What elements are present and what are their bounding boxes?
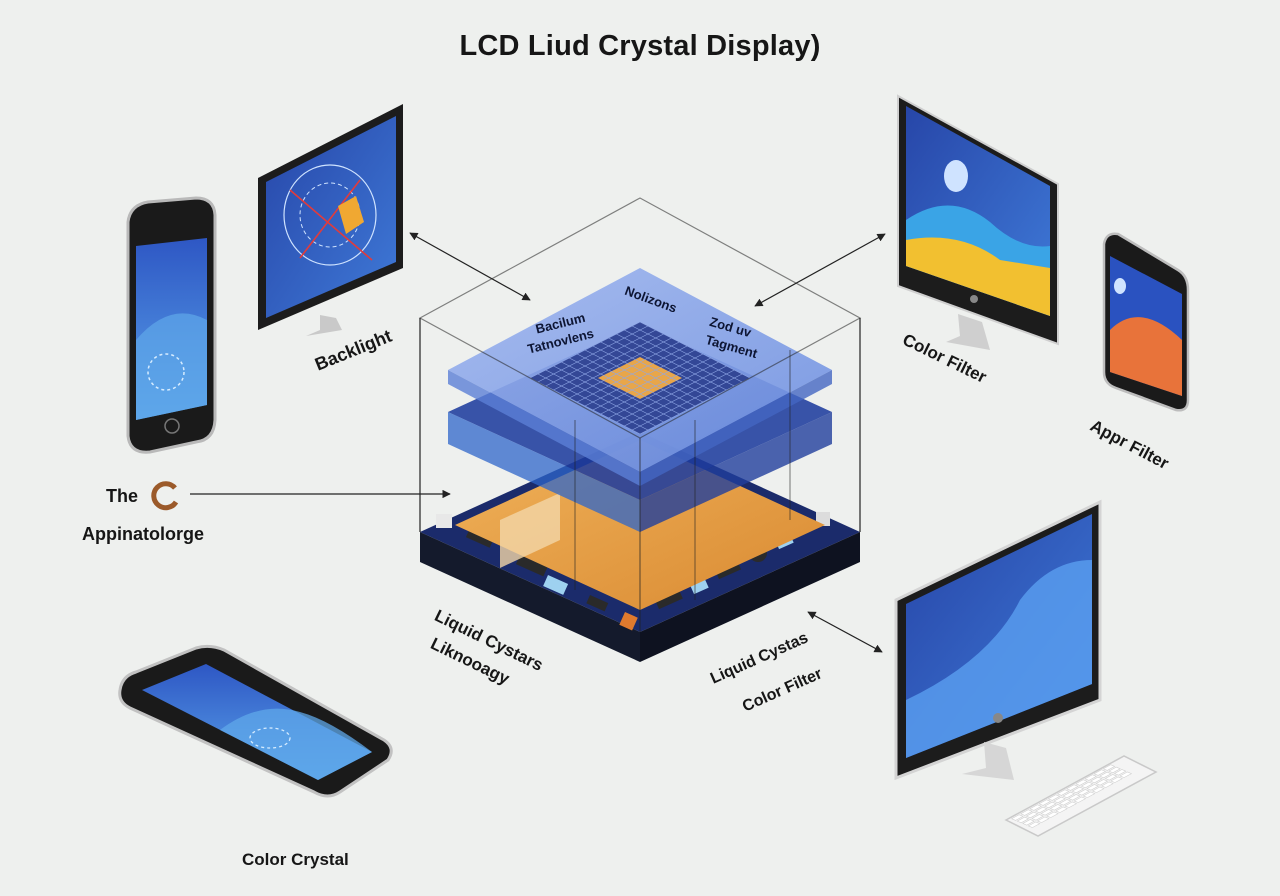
- lcd-layer-stack: [418, 197, 862, 662]
- keyboard-key: [1047, 794, 1061, 801]
- keyboard-key: [1068, 794, 1081, 801]
- keyboard-key: [1110, 776, 1123, 783]
- grid-line: [553, 365, 664, 423]
- grid-line: [545, 369, 656, 427]
- grid-line: [537, 373, 648, 431]
- keyboard-key: [1020, 809, 1033, 816]
- keyboard-key: [1113, 769, 1127, 776]
- keyboard-key: [1095, 779, 1109, 786]
- smartphone-right: [1102, 232, 1190, 412]
- keyboard-key: [1036, 816, 1050, 823]
- grid-line: [608, 361, 719, 419]
- arrow-backlight: [409, 232, 531, 301]
- keyboard-key: [1058, 799, 1072, 806]
- keyboard-key: [1091, 786, 1105, 793]
- keyboard-key: [1031, 814, 1044, 821]
- keyboard-key: [1064, 801, 1078, 808]
- keyboard-key: [1022, 819, 1035, 826]
- keyboard-key: [1065, 784, 1079, 791]
- keyboard-key: [1084, 774, 1097, 781]
- grid-line: [561, 361, 672, 419]
- ring-icon: [151, 481, 179, 511]
- grid-line: [632, 373, 743, 431]
- grid-line: [624, 369, 735, 427]
- keyboard-key: [1119, 771, 1133, 778]
- glass-cube-outline: [418, 197, 862, 632]
- keyboard-key: [1086, 784, 1099, 791]
- keyboard-key: [1075, 779, 1088, 786]
- keyboard-key: [1025, 811, 1039, 819]
- keyboard-key: [1010, 814, 1024, 821]
- smartphone-bottom-left: [118, 644, 393, 798]
- grid-line: [616, 365, 727, 423]
- keyboard-key: [1093, 769, 1107, 776]
- smartphone-left: [126, 196, 217, 454]
- keyboard-key: [1108, 766, 1121, 774]
- keyboard-key: [1044, 801, 1057, 809]
- keyboard-key: [1082, 791, 1096, 798]
- label-color-crystal: Color Crystal: [242, 850, 349, 869]
- keyboard-key: [1038, 799, 1052, 806]
- diagram-title: LCD Liud Crystal Display): [459, 30, 821, 62]
- keyboard-key: [1071, 786, 1085, 794]
- keyboard-key: [1073, 796, 1087, 803]
- arrow-color-filter: [754, 233, 886, 307]
- keyboard-key: [1056, 789, 1070, 796]
- keyboard-key: [1029, 804, 1042, 811]
- grid-line: [577, 353, 688, 411]
- arrow-liquid-cystas: [807, 611, 883, 653]
- keyboard-key: [1046, 811, 1059, 818]
- keyboard-key: [1049, 804, 1063, 811]
- monitor-bottom-right: [894, 499, 1102, 781]
- keyboard-key: [1062, 791, 1076, 799]
- keyboard-key: [1080, 781, 1094, 789]
- keyboard-key: [1016, 816, 1030, 824]
- keyboard-key: [1055, 806, 1068, 813]
- keyboard-key: [1104, 774, 1118, 781]
- pixel-grid-lines: [529, 321, 751, 435]
- keyboard-key: [1102, 764, 1116, 771]
- keyboard-key: [1101, 781, 1114, 788]
- grid-line: [569, 357, 680, 415]
- keyboard-key: [1077, 789, 1090, 796]
- keyboard-key: [1027, 821, 1041, 828]
- keyboard: [1004, 755, 1158, 837]
- monitor-top-left: [258, 104, 403, 336]
- keyboard-key: [1099, 771, 1112, 779]
- keyboard-key: [1040, 809, 1054, 816]
- keyboard-key: [1034, 806, 1048, 814]
- connector-arrows: [190, 232, 886, 653]
- keyboard-key: [1053, 796, 1066, 804]
- label-appinatolorge: Appinatolorge: [82, 524, 204, 544]
- grid-line: [592, 353, 703, 411]
- keyboard-keys: [1010, 764, 1133, 828]
- monitor-top-right: [897, 94, 1059, 350]
- grid-line: [600, 357, 711, 415]
- grid-line: [584, 349, 696, 407]
- keyboard-key: [1089, 776, 1103, 784]
- label-the: The: [106, 486, 139, 506]
